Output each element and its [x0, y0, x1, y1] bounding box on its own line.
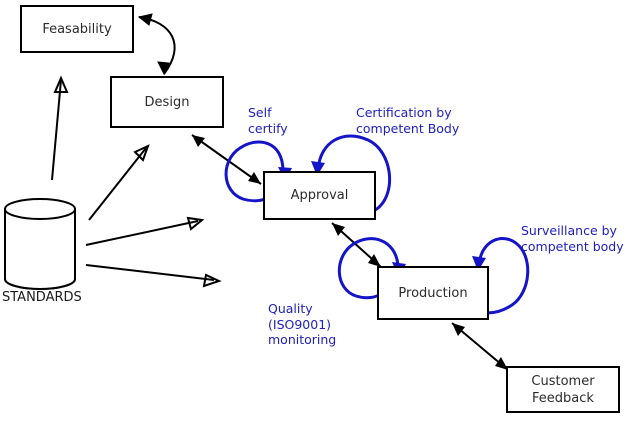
edge-standards-design: [88, 144, 150, 221]
edge-approval-production: [331, 222, 382, 268]
standards-cylinder-shape: [4, 198, 76, 290]
edge-feasability-design: [137, 13, 176, 76]
edge-standards-approval: [85, 216, 205, 246]
node-production-label: Production: [398, 285, 468, 301]
node-production[interactable]: Production: [377, 266, 489, 320]
node-standards-label: STANDARDS: [2, 290, 82, 305]
node-approval[interactable]: Approval: [263, 171, 376, 220]
edge-standards-production: [85, 264, 222, 288]
node-customer-feedback-label: Customer Feedback: [531, 373, 595, 406]
annotation-certification-by-competent-body: Certification by competent Body: [356, 105, 460, 136]
annotation-self-certify: Self certify: [248, 105, 288, 136]
annotation-surveillance-by-competent-body: Surveillance by competent body: [521, 223, 624, 254]
node-customer-feedback[interactable]: Customer Feedback: [506, 366, 620, 413]
node-design-label: Design: [144, 94, 190, 110]
node-feasability[interactable]: Feasability: [20, 5, 134, 53]
annotation-quality-iso9001-monitoring: Quality (ISO9001) monitoring: [268, 301, 337, 347]
edge-standards-feasability: [51, 75, 69, 181]
node-design[interactable]: Design: [110, 76, 224, 128]
edge-production-customer-feedback: [451, 322, 509, 371]
node-feasability-label: Feasability: [42, 21, 112, 37]
edge-design-approval: [191, 134, 262, 185]
node-approval-label: Approval: [290, 188, 349, 203]
loop-surveillance-competent-body: [472, 237, 530, 315]
